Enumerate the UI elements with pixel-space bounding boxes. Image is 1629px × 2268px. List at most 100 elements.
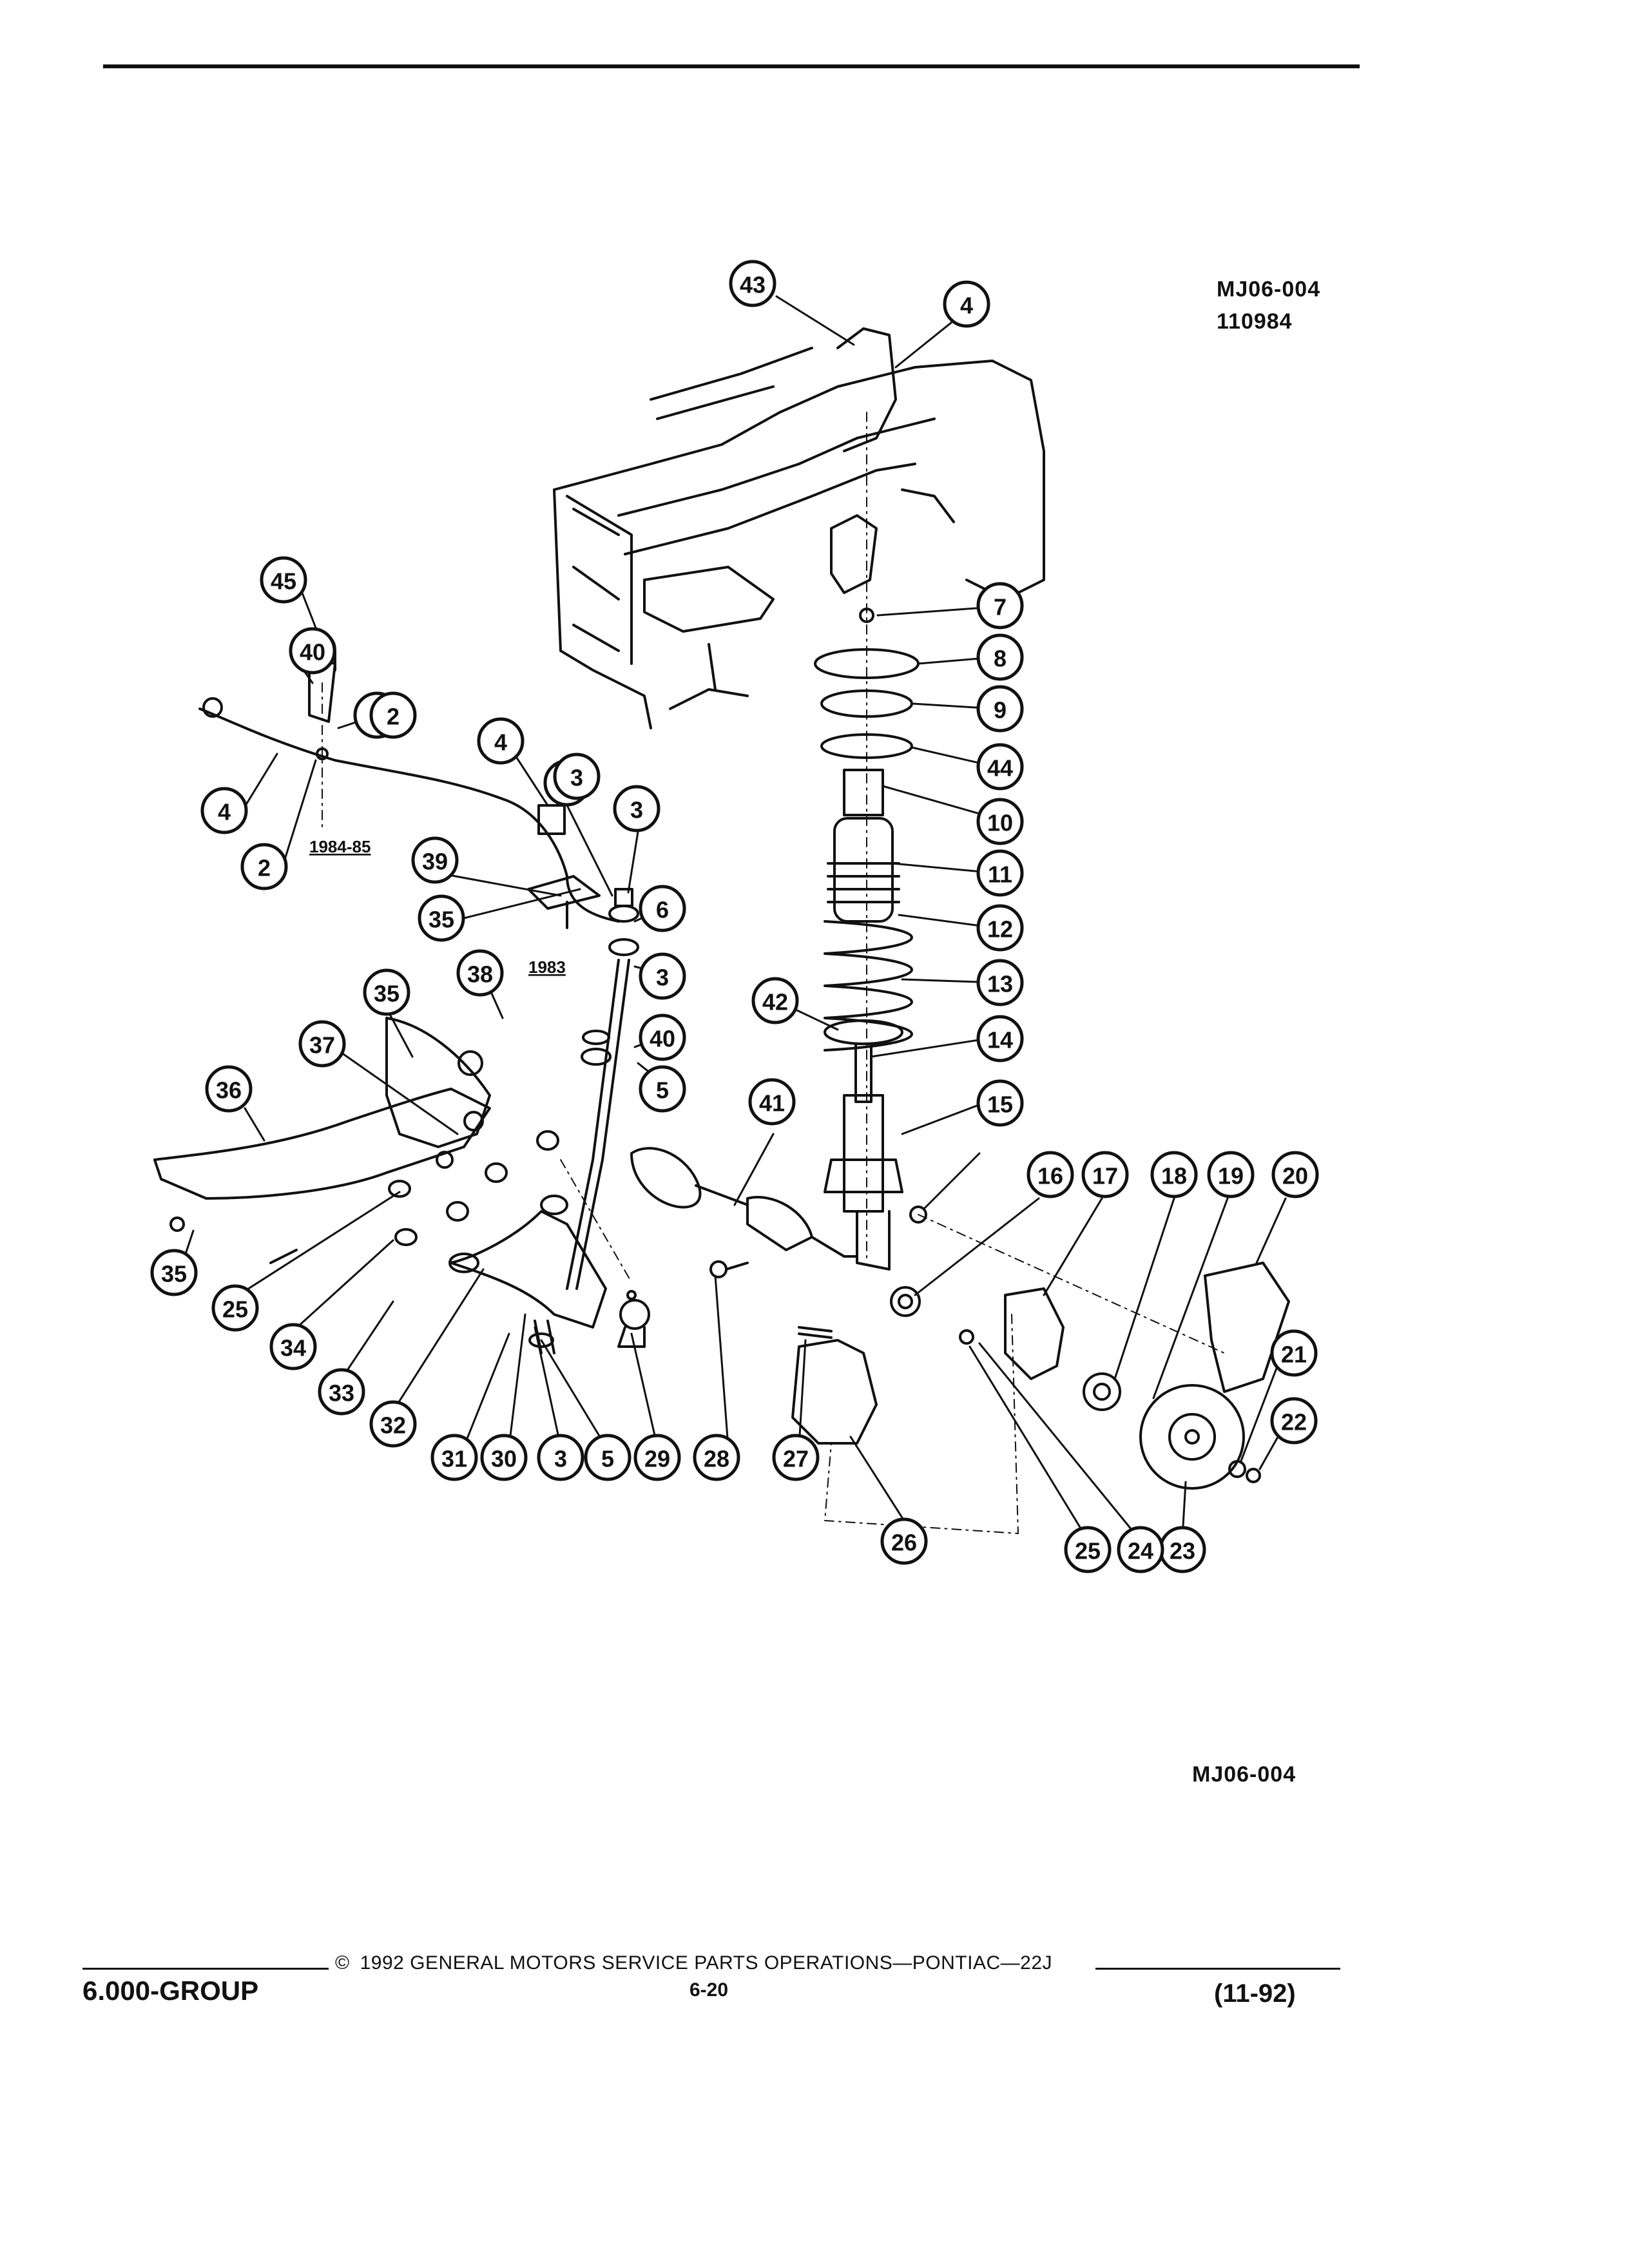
callout-30: 30 bbox=[480, 1434, 528, 1481]
callout-31: 31 bbox=[430, 1434, 478, 1481]
callout-number: 34 bbox=[280, 1335, 306, 1361]
callout-circle bbox=[976, 1015, 1024, 1062]
callout-15: 15 bbox=[976, 1079, 1024, 1127]
callout-number: 10 bbox=[987, 810, 1013, 836]
copyright-line: ©1992 GENERAL MOTORS SERVICE PARTS OPERA… bbox=[335, 1952, 1052, 1974]
callout-3: 3 bbox=[537, 1434, 584, 1481]
callout-19: 19 bbox=[1207, 1151, 1255, 1198]
callout-circle bbox=[751, 977, 799, 1024]
callout-number: 19 bbox=[1218, 1163, 1244, 1189]
callout-13: 13 bbox=[976, 959, 1024, 1006]
callout-circle bbox=[240, 843, 288, 890]
callout-number: 32 bbox=[380, 1412, 406, 1439]
callout-7: 7 bbox=[976, 582, 1024, 629]
callout-number: 4 bbox=[494, 729, 507, 756]
callout-11: 11 bbox=[976, 849, 1024, 897]
callout-number: 30 bbox=[491, 1446, 517, 1472]
callout-circle bbox=[298, 1020, 346, 1068]
callout-45: 45 bbox=[260, 556, 307, 604]
callout-16: 16 bbox=[1027, 1151, 1074, 1198]
callout-number: 5 bbox=[656, 1077, 669, 1104]
group-label: 6.000-GROUP bbox=[82, 1975, 259, 2006]
callout-2: 2 bbox=[369, 691, 417, 739]
callout-circle bbox=[693, 1434, 740, 1481]
callout-circle bbox=[976, 959, 1024, 1006]
callout-number: 23 bbox=[1170, 1538, 1195, 1564]
knuckle-hub-rotor-drawing bbox=[791, 1262, 1290, 1490]
callout-number: 18 bbox=[1161, 1163, 1187, 1189]
callout-circle bbox=[269, 1323, 317, 1370]
callout-circle bbox=[1271, 1151, 1319, 1198]
callout-circle bbox=[1207, 1151, 1255, 1198]
callout-circle bbox=[729, 260, 776, 307]
callout-number: 7 bbox=[994, 594, 1007, 620]
callout-27: 27 bbox=[772, 1434, 820, 1481]
figure-date-code: 110984 bbox=[1217, 309, 1293, 334]
footer-rule-right bbox=[1095, 1968, 1340, 1970]
callout-35: 35 bbox=[418, 894, 465, 942]
callout-number: 13 bbox=[987, 971, 1013, 997]
callout-24: 24 bbox=[1117, 1526, 1164, 1573]
callout-circle bbox=[639, 885, 686, 932]
callout-29: 29 bbox=[633, 1434, 681, 1481]
callout-40: 40 bbox=[289, 627, 336, 675]
callout-circle bbox=[976, 1079, 1024, 1127]
revision-date: (11-92) bbox=[1214, 1979, 1296, 2008]
callout-number: 16 bbox=[1037, 1163, 1063, 1189]
callout-circle bbox=[1081, 1151, 1129, 1198]
callout-number: 4 bbox=[218, 799, 231, 825]
callout-circle bbox=[976, 849, 1024, 897]
callout-circle bbox=[880, 1517, 928, 1565]
callout-number: 4 bbox=[960, 293, 973, 319]
callout-number: 39 bbox=[422, 849, 448, 875]
callout-number: 22 bbox=[1281, 1409, 1307, 1436]
callout-circle bbox=[411, 836, 459, 884]
callout-circle bbox=[289, 627, 336, 675]
callout-5: 5 bbox=[584, 1434, 631, 1481]
callout-circle bbox=[613, 785, 660, 832]
callout-35: 35 bbox=[150, 1249, 198, 1296]
page-number: 6-20 bbox=[689, 1979, 729, 2001]
callout-circle bbox=[976, 798, 1024, 845]
callout-circle bbox=[480, 1434, 528, 1481]
callout-12: 12 bbox=[976, 904, 1024, 952]
crossmember-control-arm-drawing bbox=[153, 1017, 650, 1354]
callout-circle bbox=[205, 1065, 253, 1113]
stabilizer-bar-drawing bbox=[198, 635, 639, 1290]
callout-number: 26 bbox=[891, 1530, 917, 1556]
callout-number: 6 bbox=[656, 897, 669, 923]
callout-number: 43 bbox=[740, 272, 766, 298]
callout-2: 2 bbox=[240, 843, 288, 890]
callout-number: 25 bbox=[222, 1296, 248, 1323]
top-rule bbox=[103, 64, 1360, 68]
callout-33: 33 bbox=[318, 1368, 365, 1416]
callout-6: 6 bbox=[639, 885, 686, 932]
callout-44: 44 bbox=[976, 743, 1024, 791]
callout-number: 15 bbox=[987, 1091, 1013, 1118]
callout-number: 40 bbox=[650, 1026, 675, 1052]
callout-number: 29 bbox=[644, 1446, 670, 1472]
callout-circle bbox=[363, 968, 410, 1016]
callout-circle bbox=[976, 582, 1024, 629]
callout-circle bbox=[430, 1434, 478, 1481]
callout-circle bbox=[976, 743, 1024, 791]
callout-42: 42 bbox=[751, 977, 799, 1024]
callout-circle bbox=[537, 1434, 584, 1481]
year-label-1984-85: 1984-85 bbox=[309, 837, 371, 856]
callout-number: 40 bbox=[300, 639, 325, 666]
callout-number: 3 bbox=[554, 1446, 567, 1472]
callout-4: 4 bbox=[477, 717, 525, 765]
footer-rule-left bbox=[82, 1968, 329, 1970]
callout-number: 11 bbox=[988, 861, 1012, 888]
callout-number: 8 bbox=[994, 646, 1007, 672]
callout-number: 17 bbox=[1092, 1163, 1118, 1189]
callout-5: 5 bbox=[639, 1065, 686, 1113]
callout-number: 24 bbox=[1128, 1538, 1153, 1564]
callout-circle bbox=[748, 1078, 796, 1126]
callout-circle bbox=[639, 1065, 686, 1113]
callout-21: 21 bbox=[1270, 1329, 1318, 1377]
callout-4: 4 bbox=[943, 280, 990, 328]
callout-circle bbox=[976, 685, 1024, 733]
callout-circle bbox=[1270, 1397, 1318, 1445]
